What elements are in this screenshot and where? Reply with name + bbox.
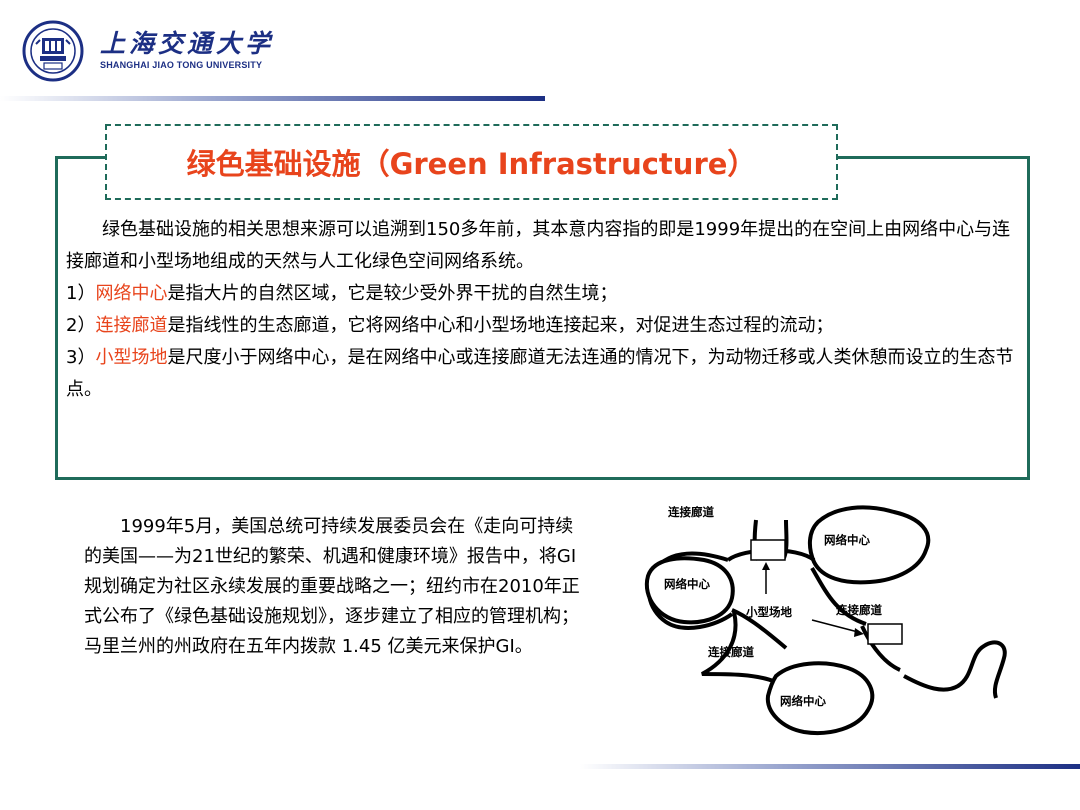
definition-item-3: 3）小型场地是尺度小于网络中心，是在网络中心或连接廊道无法连通的情况下，为动物迁…: [66, 342, 1026, 406]
intro-frame: [55, 156, 1030, 480]
intro-text: 绿色基础设施的相关思想来源可以追溯到150多年前，其本意内容指的即是1999年提…: [66, 214, 1026, 406]
item-text: 是指线性的生态廊道，它将网络中心和小型场地连接起来，对促进生态过程的流动；: [167, 315, 834, 336]
university-name-cn: 上海交通大学: [100, 29, 275, 58]
hub-blob-left: [644, 556, 735, 625]
item-text: 是尺度小于网络中心，是在网络中心或连接廊道无法连通的情况下，为动物迁移或人类休憩…: [66, 347, 1014, 400]
term-corridor: 连接廊道: [95, 315, 168, 336]
small-site-box: [750, 539, 786, 561]
header-divider: [0, 96, 545, 101]
item-prefix: 3）: [66, 347, 96, 368]
green-infrastructure-diagram: 连接廊道 网络中心 网络中心 小型场地 连接廊道 连接廊道 网络中心: [644, 505, 1007, 735]
label-hub-top-right: 网络中心: [824, 533, 870, 547]
label-corridor-right: 连接廊道: [836, 603, 882, 617]
hub-blob-top-right: [807, 505, 931, 585]
item-text: 是指大片的自然区域，它是较少受外界干扰的自然生境；: [167, 283, 618, 304]
corridor-line: [701, 611, 777, 684]
history-paragraph: 1999年5月，美国总统可持续发展委员会在《走向可持续的美国——为21世纪的繁荣…: [84, 516, 580, 657]
footer-divider: [580, 764, 1080, 769]
label-hub-bottom: 网络中心: [780, 694, 826, 708]
label-small-site: 小型场地: [745, 605, 792, 619]
corridor-line: [903, 640, 1007, 699]
history-text: 1999年5月，美国总统可持续发展委员会在《走向可持续的美国——为21世纪的繁荣…: [84, 512, 584, 662]
label-corridor-middle: 连接廊道: [708, 645, 754, 659]
hub-blob-bottom: [765, 661, 875, 735]
university-name-en: SHANGHAI JIAO TONG UNIVERSITY: [100, 60, 263, 70]
term-site: 小型场地: [95, 347, 168, 368]
intro-paragraph: 绿色基础设施的相关思想来源可以追溯到150多年前，其本意内容指的即是1999年提…: [66, 219, 1011, 272]
page-title: 绿色基础设施（Green Infrastructure）: [186, 147, 757, 181]
corridor-line: [731, 608, 788, 650]
corridor-line: [860, 625, 901, 672]
definition-item-2: 2）连接廊道是指线性的生态廊道，它将网络中心和小型场地连接起来，对促进生态过程的…: [66, 310, 1026, 342]
corridor-line: [810, 566, 867, 626]
label-corridor-top: 连接廊道: [668, 505, 714, 519]
university-seal-icon: [22, 20, 84, 82]
frame-top-right-edge: [838, 156, 1030, 159]
label-hub-left: 网络中心: [664, 577, 710, 591]
small-site-box: [867, 623, 903, 645]
title-box: 绿色基础设施（Green Infrastructure）: [105, 124, 838, 200]
term-hub: 网络中心: [95, 283, 168, 304]
item-prefix: 1）: [66, 283, 96, 304]
item-prefix: 2）: [66, 315, 96, 336]
frame-top-left-edge: [55, 156, 107, 159]
definition-item-1: 1）网络中心是指大片的自然区域，它是较少受外界干扰的自然生境；: [66, 278, 1026, 310]
